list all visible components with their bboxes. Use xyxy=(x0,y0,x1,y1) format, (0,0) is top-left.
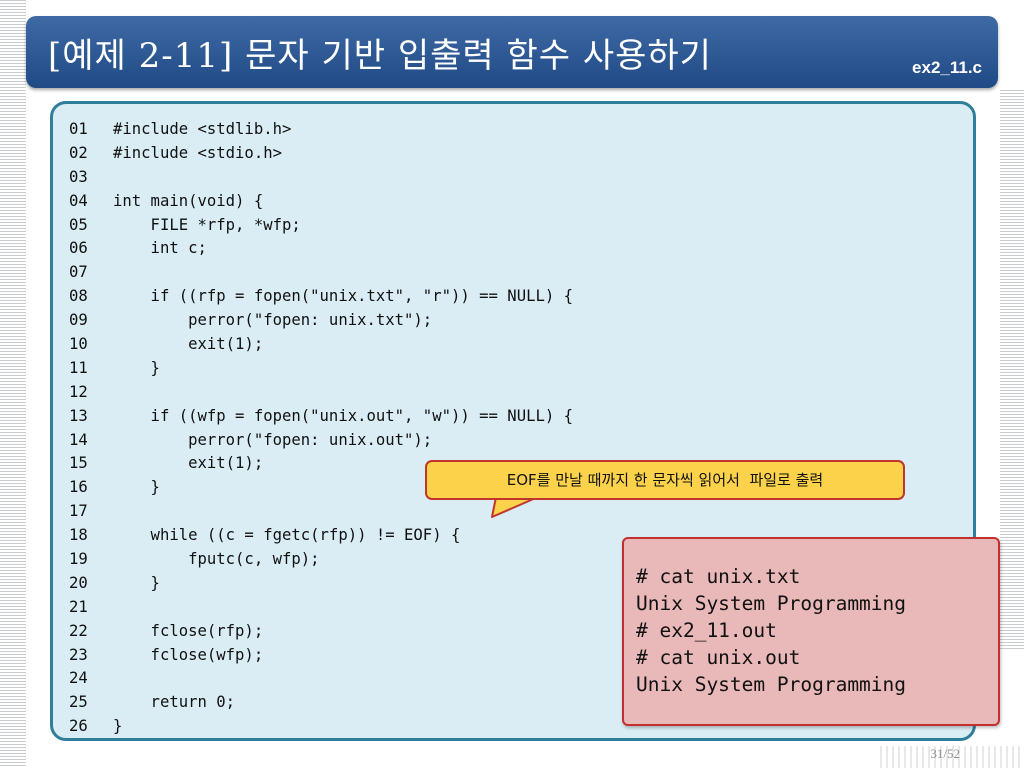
code-text: } xyxy=(113,717,123,736)
line-number: 15 xyxy=(69,454,88,473)
code-line: 12 xyxy=(69,381,573,405)
code-text: } xyxy=(113,358,160,377)
code-listing: 01 #include <stdlib.h> 02 #include <stdio.… xyxy=(69,118,573,739)
code-panel: 01 #include <stdlib.h> 02 #include <stdio.… xyxy=(50,101,976,741)
line-number: 11 xyxy=(69,358,88,377)
code-line: 07 xyxy=(69,261,573,285)
code-text: return 0; xyxy=(113,693,236,712)
code-text: FILE *rfp, *wfp; xyxy=(113,215,301,234)
code-text: #include <stdio.h> xyxy=(113,143,282,162)
code-line: 01 #include <stdlib.h> xyxy=(69,118,573,142)
code-text: perror("fopen: unix.out"); xyxy=(113,430,433,449)
code-line: 13 if ((wfp = fopen("unix.out", "w")) ==… xyxy=(69,405,573,429)
line-number: 08 xyxy=(69,287,88,306)
line-number: 20 xyxy=(69,573,88,592)
line-number: 04 xyxy=(69,191,88,210)
code-line: 22 fclose(rfp); xyxy=(69,620,573,644)
code-text: exit(1); xyxy=(113,335,264,354)
page-number: 31/52 xyxy=(930,746,960,761)
output-line: # cat unix.out xyxy=(636,646,801,669)
line-number: 02 xyxy=(69,143,88,162)
code-text: if ((rfp = fopen("unix.txt", "r")) == NU… xyxy=(113,287,574,306)
line-number: 12 xyxy=(69,382,88,401)
code-text: #include <stdlib.h> xyxy=(113,120,292,138)
line-number: 25 xyxy=(69,693,88,712)
code-text: fputc(c, wfp); xyxy=(113,550,320,569)
line-number: 03 xyxy=(69,167,88,186)
code-line: 17 xyxy=(69,500,573,524)
line-number: 19 xyxy=(69,550,88,569)
slide-title: [예제 2-11] 문자 기반 입출력 함수 사용하기 xyxy=(48,36,712,76)
code-line: 06 int c; xyxy=(69,237,573,261)
line-number: 09 xyxy=(69,311,88,330)
code-line: 03 xyxy=(69,166,573,190)
bottom-decoration xyxy=(880,746,1024,768)
code-line: 02 #include <stdio.h> xyxy=(69,142,573,166)
file-name-label: ex2_11.c xyxy=(912,58,982,77)
code-text: int c; xyxy=(113,239,207,258)
code-line: 26} xyxy=(69,715,573,739)
terminal-output-box: # cat unix.txt Unix System Programming #… xyxy=(622,537,1000,726)
code-line: 05 FILE *rfp, *wfp; xyxy=(69,214,573,238)
line-number: 05 xyxy=(69,215,88,234)
line-number: 06 xyxy=(69,239,88,258)
code-text: fclose(wfp); xyxy=(113,645,264,664)
line-number: 14 xyxy=(69,430,88,449)
code-text: perror("fopen: unix.txt"); xyxy=(113,311,433,330)
right-stripe-decoration xyxy=(1000,90,1024,650)
code-text: } xyxy=(113,478,160,497)
line-number: 10 xyxy=(69,335,88,354)
line-number: 13 xyxy=(69,406,88,425)
code-line: 21 xyxy=(69,596,573,620)
output-line: # ex2_11.out xyxy=(636,619,777,642)
line-number: 01 xyxy=(69,120,88,138)
code-line: 04 int main(void) { xyxy=(69,190,573,214)
code-line: 20 } xyxy=(69,572,573,596)
code-line: 25 return 0; xyxy=(69,691,573,715)
code-text: int main(void) { xyxy=(113,191,264,210)
code-text: fclose(rfp); xyxy=(113,621,264,640)
code-line: 08 if ((rfp = fopen("unix.txt", "r")) ==… xyxy=(69,285,573,309)
code-line: 09 perror("fopen: unix.txt"); xyxy=(69,309,573,333)
code-line: 16 } xyxy=(69,476,573,500)
line-number: 22 xyxy=(69,621,88,640)
line-number: 16 xyxy=(69,478,88,497)
output-line: Unix System Programming xyxy=(636,592,907,615)
line-number: 21 xyxy=(69,597,88,616)
line-number: 17 xyxy=(69,502,88,521)
title-bar: [예제 2-11] 문자 기반 입출력 함수 사용하기 ex2_11.c xyxy=(26,16,998,88)
callout-pointer xyxy=(491,496,539,518)
line-number: 24 xyxy=(69,669,88,688)
output-line: Unix System Programming xyxy=(636,673,907,696)
left-stripe-decoration xyxy=(0,0,26,768)
line-number: 18 xyxy=(69,526,88,545)
code-line: 10 exit(1); xyxy=(69,333,573,357)
line-number: 26 xyxy=(69,717,88,736)
code-line: 23 fclose(wfp); xyxy=(69,644,573,668)
output-line: # cat unix.txt xyxy=(636,565,801,588)
code-text: while ((c = fgetc(rfp)) != EOF) { xyxy=(113,526,461,545)
callout-note: EOF를 만날 때까지 한 문자씩 읽어서 파일로 출력 xyxy=(425,460,905,500)
code-line: 24 xyxy=(69,667,573,691)
code-line: 11 } xyxy=(69,357,573,381)
line-number: 07 xyxy=(69,263,88,282)
code-line: 19 fputc(c, wfp); xyxy=(69,548,573,572)
code-text: } xyxy=(113,573,160,592)
code-line: 15 exit(1); xyxy=(69,452,573,476)
line-number: 23 xyxy=(69,645,88,664)
code-line: 18 while ((c = fgetc(rfp)) != EOF) { xyxy=(69,524,573,548)
code-text: if ((wfp = fopen("unix.out", "w")) == NU… xyxy=(113,406,574,425)
code-line: 14 perror("fopen: unix.out"); xyxy=(69,429,573,453)
code-text: exit(1); xyxy=(113,454,264,473)
